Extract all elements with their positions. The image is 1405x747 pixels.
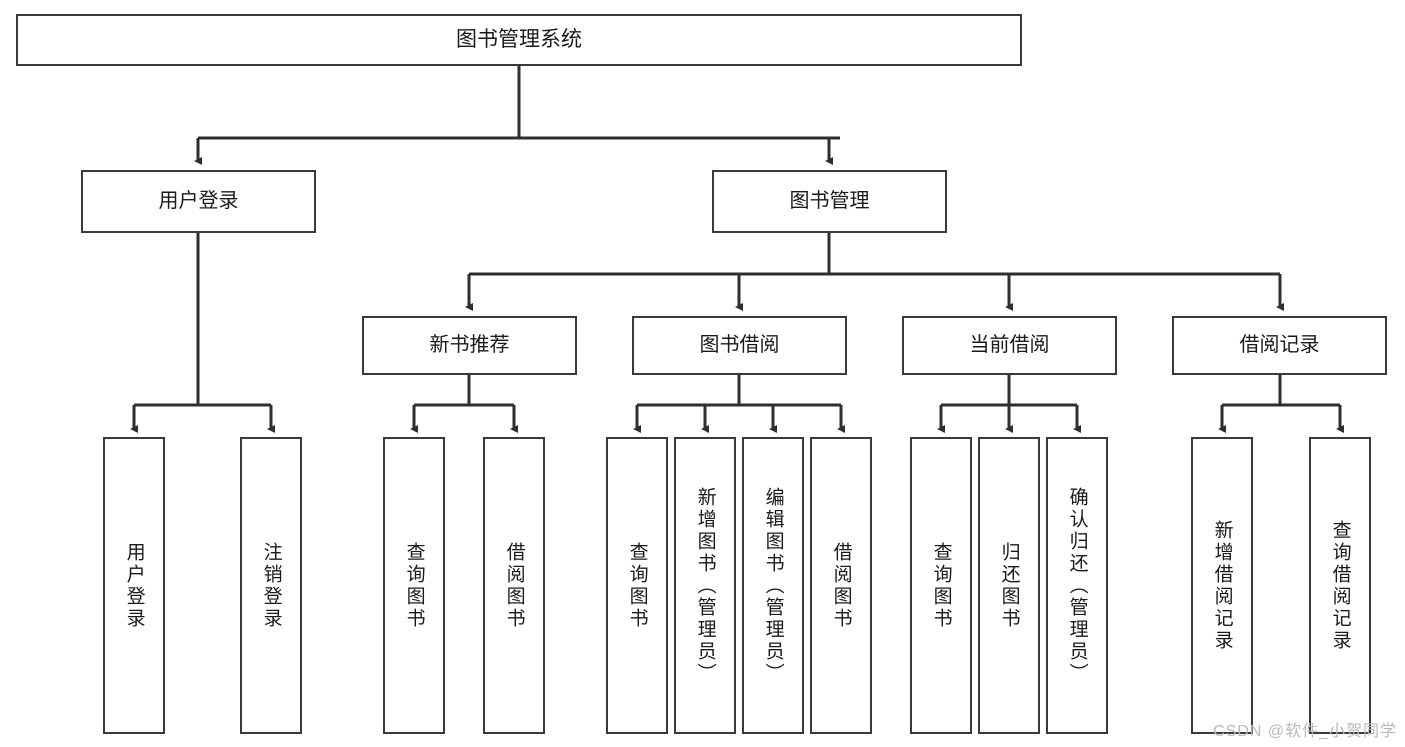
node-label: 用户登录	[158, 190, 239, 213]
leaf-borrow-query-book[interactable]: 查询图书	[606, 437, 668, 734]
node-borrow-record[interactable]: 借阅记录	[1172, 316, 1387, 375]
node-label: 借阅记录	[1239, 334, 1320, 357]
leaf-current-query-book[interactable]: 查询图书	[910, 437, 972, 734]
node-book-management[interactable]: 图书管理	[712, 170, 947, 233]
node-root-book-management-system[interactable]: 图书管理系统	[16, 14, 1022, 66]
node-label: 查询图书	[403, 541, 425, 630]
node-book-borrow[interactable]: 图书借阅	[632, 316, 847, 375]
node-label: 图书管理系统	[456, 28, 582, 52]
node-current-borrow[interactable]: 当前借阅	[902, 316, 1117, 375]
node-label: 注销登录	[260, 541, 282, 630]
node-label: 借阅图书	[830, 541, 852, 630]
node-label: 编辑图书（管理员）	[762, 486, 784, 685]
leaf-borrow-edit-book-admin[interactable]: 编辑图书（管理员）	[742, 437, 804, 734]
node-label: 图书借阅	[699, 334, 780, 357]
node-label: 归还图书	[998, 541, 1020, 630]
leaf-new-book-borrow[interactable]: 借阅图书	[483, 437, 545, 734]
node-label: 当前借阅	[969, 334, 1050, 357]
node-label: 确认归还（管理员）	[1066, 486, 1088, 685]
node-label: 图书管理	[789, 190, 870, 213]
node-label: 新书推荐	[429, 334, 510, 357]
node-label: 查询图书	[626, 541, 648, 630]
node-user-login[interactable]: 用户登录	[81, 170, 316, 233]
leaf-user-login-login[interactable]: 用户登录	[103, 437, 165, 734]
leaf-record-add-borrow-record[interactable]: 新增借阅记录	[1191, 437, 1253, 734]
node-label: 用户登录	[123, 541, 145, 630]
node-label: 新增图书（管理员）	[694, 486, 716, 685]
leaf-borrow-borrow-book[interactable]: 借阅图书	[810, 437, 872, 734]
leaf-borrow-add-book-admin[interactable]: 新增图书（管理员）	[674, 437, 736, 734]
leaf-new-book-query[interactable]: 查询图书	[383, 437, 445, 734]
node-label: 查询图书	[930, 541, 952, 630]
node-new-book-recommend[interactable]: 新书推荐	[362, 316, 577, 375]
csdn-watermark: CSDN @软件_小贺同学	[1213, 723, 1397, 740]
leaf-user-login-logout[interactable]: 注销登录	[240, 437, 302, 734]
node-label: 借阅图书	[503, 541, 525, 630]
node-label: 新增借阅记录	[1211, 519, 1233, 652]
leaf-current-confirm-return-admin[interactable]: 确认归还（管理员）	[1046, 437, 1108, 734]
node-label: 查询借阅记录	[1329, 519, 1351, 652]
leaf-record-query-borrow-record[interactable]: 查询借阅记录	[1309, 437, 1371, 734]
leaf-current-return-book[interactable]: 归还图书	[978, 437, 1040, 734]
